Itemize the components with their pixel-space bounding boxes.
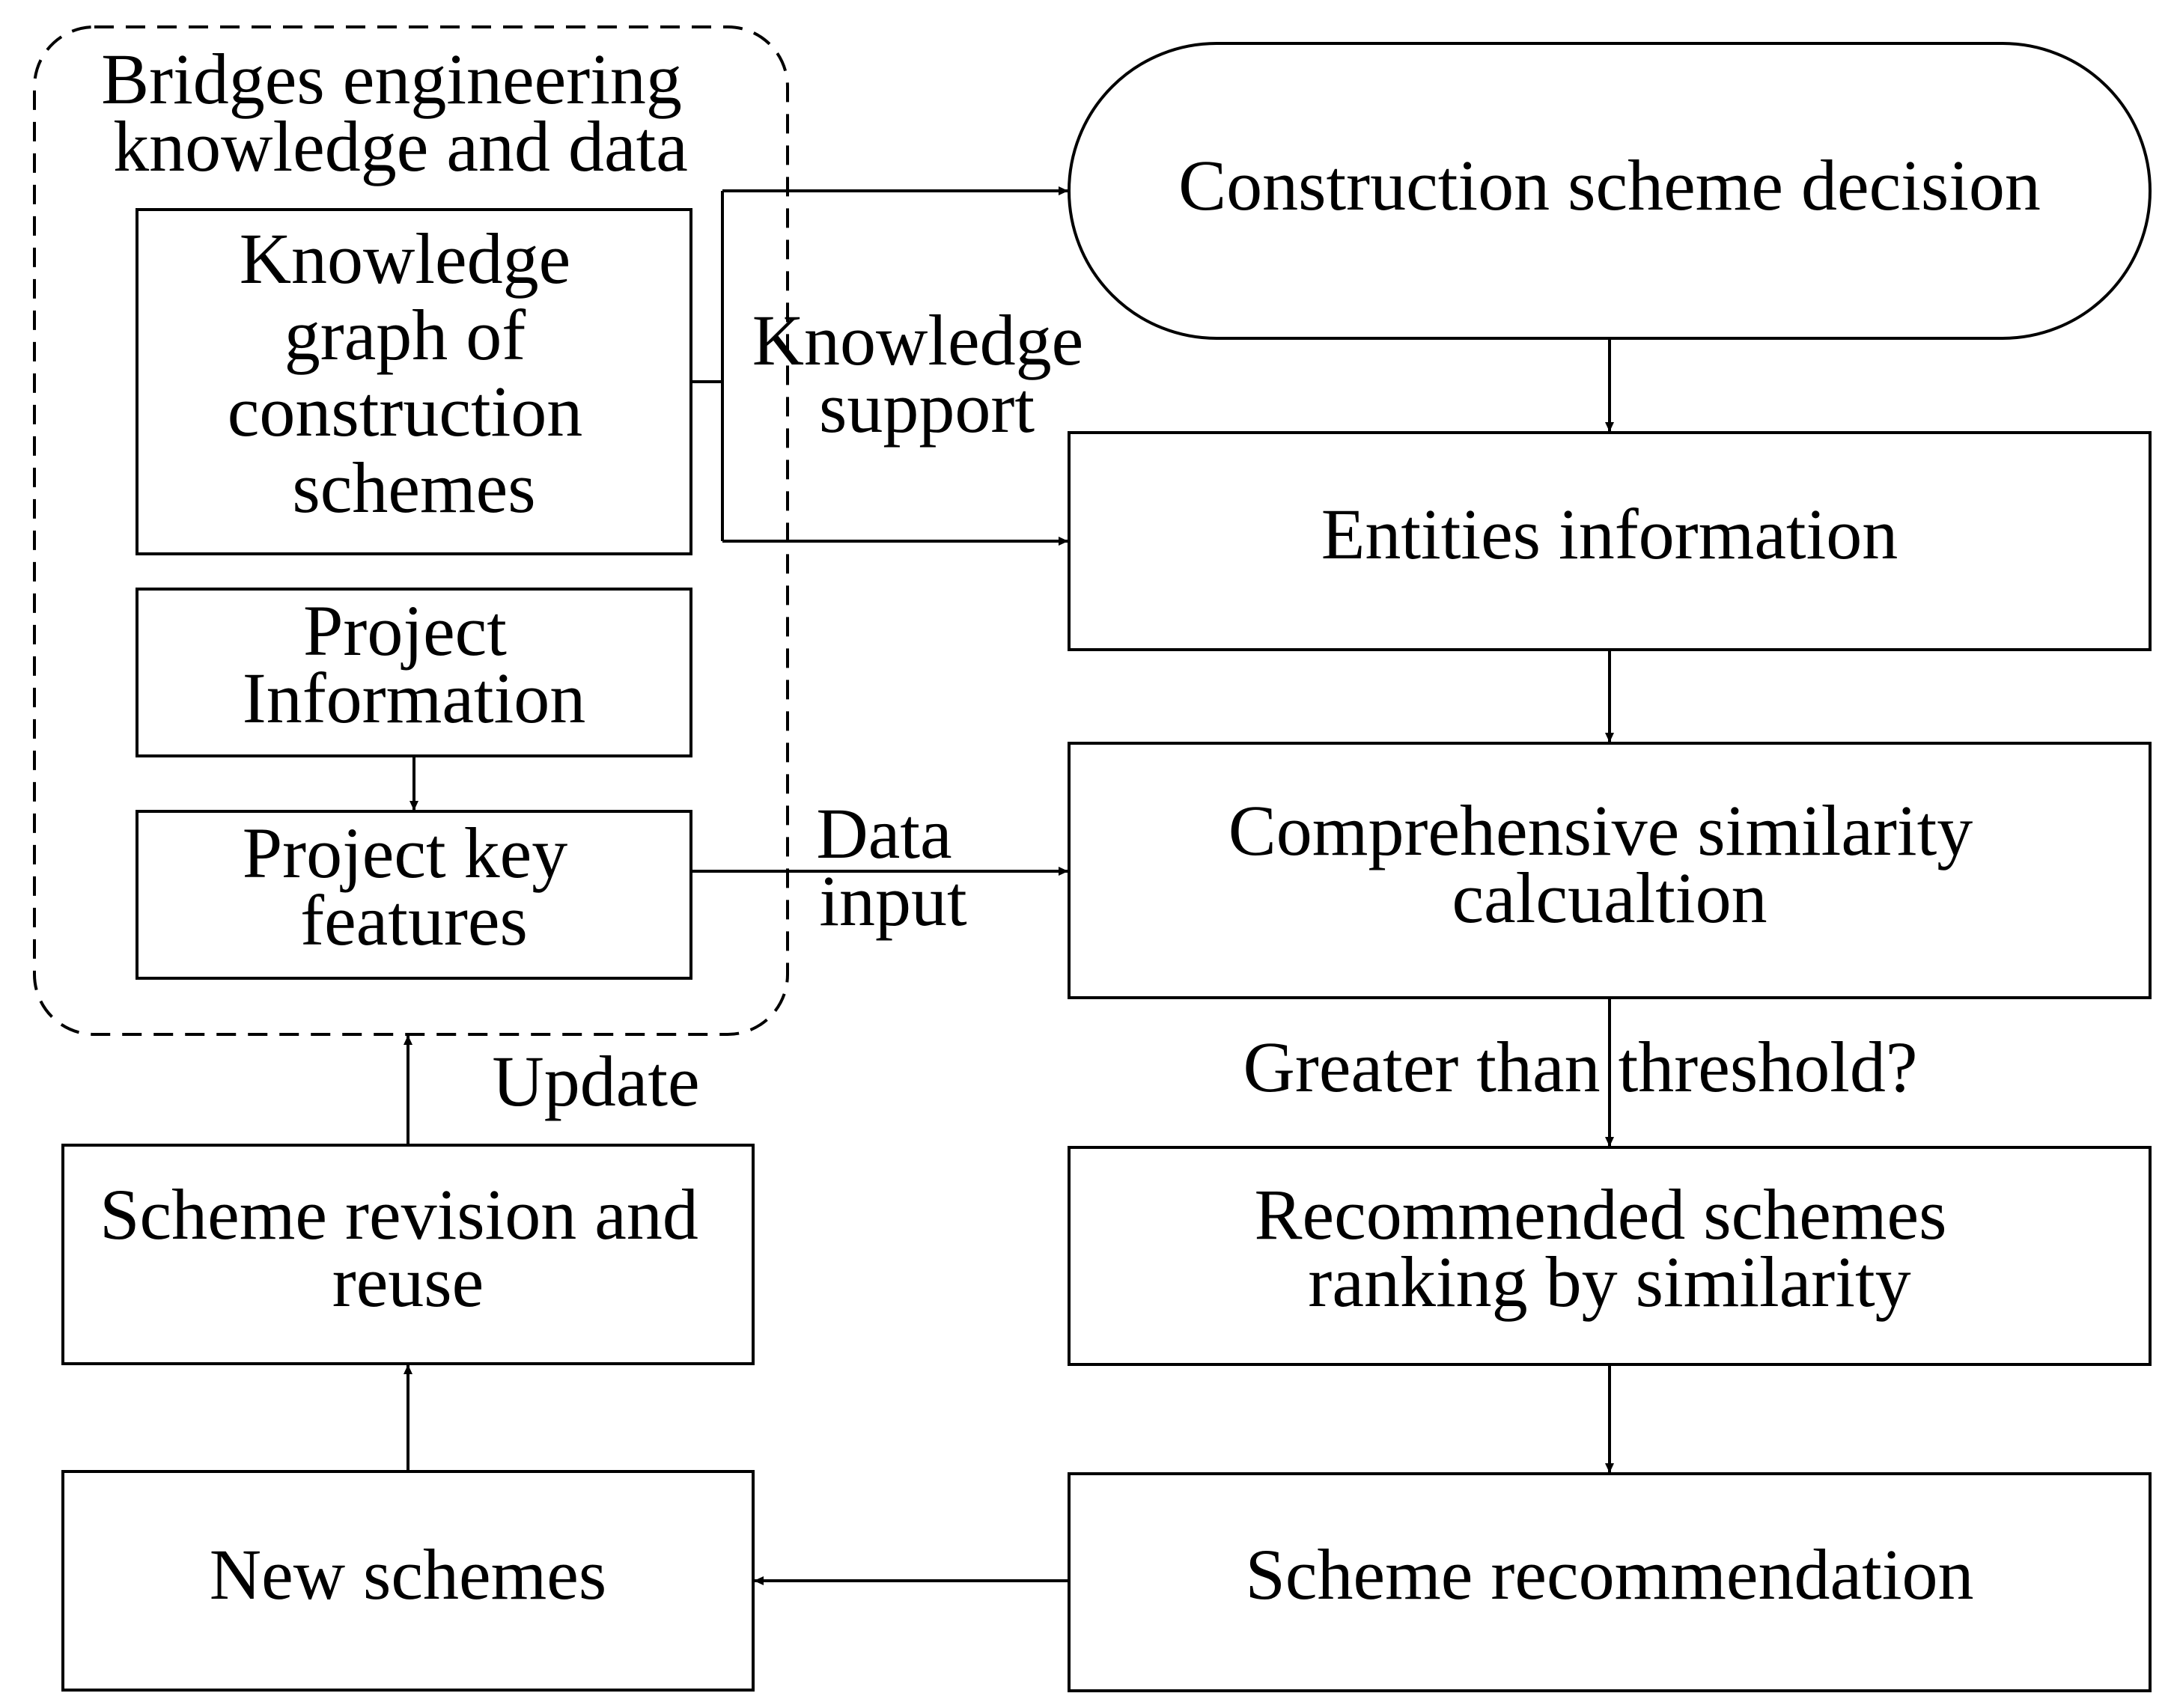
construction-scheme-decision-label: Construction scheme decision (1178, 145, 2041, 225)
new-schemes-label: New schemes (210, 1534, 606, 1614)
threshold-label: Greater than threshold? (1243, 1027, 1918, 1107)
scheme-revision-label: Scheme revision and reuse (100, 1174, 716, 1322)
knowledge-support-label: Knowledge support (752, 300, 1102, 448)
comprehensive-similarity-label: Comprehensive similarity calcualtion (1228, 790, 1991, 938)
project-key-features-box (136, 810, 692, 980)
data-input-label: Data input (816, 793, 969, 941)
project-key-features-label: Project key features (243, 813, 586, 960)
project-information-box (136, 588, 692, 757)
scheme-revision-box (61, 1144, 755, 1365)
knowledge-graph-label: Knowledge graph of construction schemes (228, 219, 601, 528)
knowledge-graph-box (136, 208, 692, 555)
knowledge-data-group (33, 25, 789, 1036)
entities-information-label: Entities information (1321, 494, 1899, 574)
recommended-schemes-label: Recommended schemes ranking by similarit… (1254, 1174, 1964, 1322)
scheme-recommendation-box (1068, 1472, 2152, 1692)
connectors (404, 186, 1614, 1585)
group-title: Bridges engineering knowledge and data (101, 39, 700, 186)
project-information-label: Project Information (243, 591, 586, 738)
new-schemes-box (61, 1470, 755, 1692)
update-label: Update (492, 1041, 699, 1121)
scheme-recommendation-label: Scheme recommendation (1246, 1534, 1974, 1614)
comprehensive-similarity-box (1068, 742, 2152, 999)
